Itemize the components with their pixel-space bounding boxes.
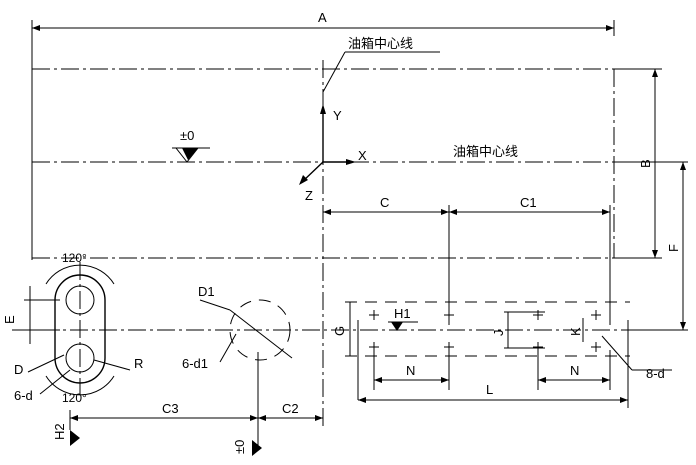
label-d: D (14, 362, 23, 377)
dimension-b: B (614, 68, 662, 259)
angle-top: 120° (62, 251, 87, 265)
tank-center-label-top: 油箱中心线 (322, 36, 440, 93)
bottom-section: G H1 J K 8-d N N L (12, 301, 672, 408)
label-e: E (2, 315, 17, 324)
label-8d: 8-d (646, 366, 665, 381)
label-j: J (491, 330, 506, 337)
circle-flange-detail: D1 6-d1 (182, 284, 293, 445)
zero-label-bottom: ±0 (232, 440, 247, 454)
label-6d: 6-d (14, 388, 33, 403)
label-c1: C1 (520, 195, 537, 210)
axis-z-label: Z (305, 188, 313, 203)
tank-center-text-mid: 油箱中心线 (453, 144, 518, 160)
axis-y-label: Y (333, 108, 342, 123)
axis-x-label: X (358, 148, 367, 163)
dimension-c3-c2: C3 C2 (69, 401, 323, 430)
label-k: K (568, 327, 583, 336)
label-6d1: 6-d1 (182, 356, 208, 371)
dimension-c-c1: C C1 (323, 195, 611, 325)
label-c: C (380, 195, 389, 210)
level-mark-zero-top: ±0 (172, 128, 210, 163)
label-h2: H2 (52, 423, 67, 440)
label-c3: C3 (162, 401, 179, 416)
label-g: G (332, 326, 347, 336)
tank-center-text-top: 油箱中心线 (348, 36, 413, 52)
flange-detail: E 120° 120° D R 6-d (2, 251, 143, 405)
label-n-right: N (570, 363, 579, 378)
label-d1: D1 (198, 284, 215, 299)
level-mark-h2: H2 (52, 423, 80, 446)
label-b: B (638, 159, 653, 168)
zero-label-top: ±0 (180, 128, 194, 143)
label-h1: H1 (394, 306, 411, 321)
label-n-left: N (406, 363, 415, 378)
dimension-f: F (614, 161, 688, 331)
label-c2: C2 (282, 401, 299, 416)
hole-marks (369, 310, 629, 352)
angle-bottom: 120° (62, 391, 87, 405)
coordinate-axes: Y X Z (299, 104, 367, 203)
level-mark-zero-bottom: ±0 (232, 440, 262, 456)
label-r: R (134, 356, 143, 371)
label-a: A (318, 10, 327, 25)
label-f: F (666, 244, 681, 252)
label-l: L (486, 382, 493, 397)
